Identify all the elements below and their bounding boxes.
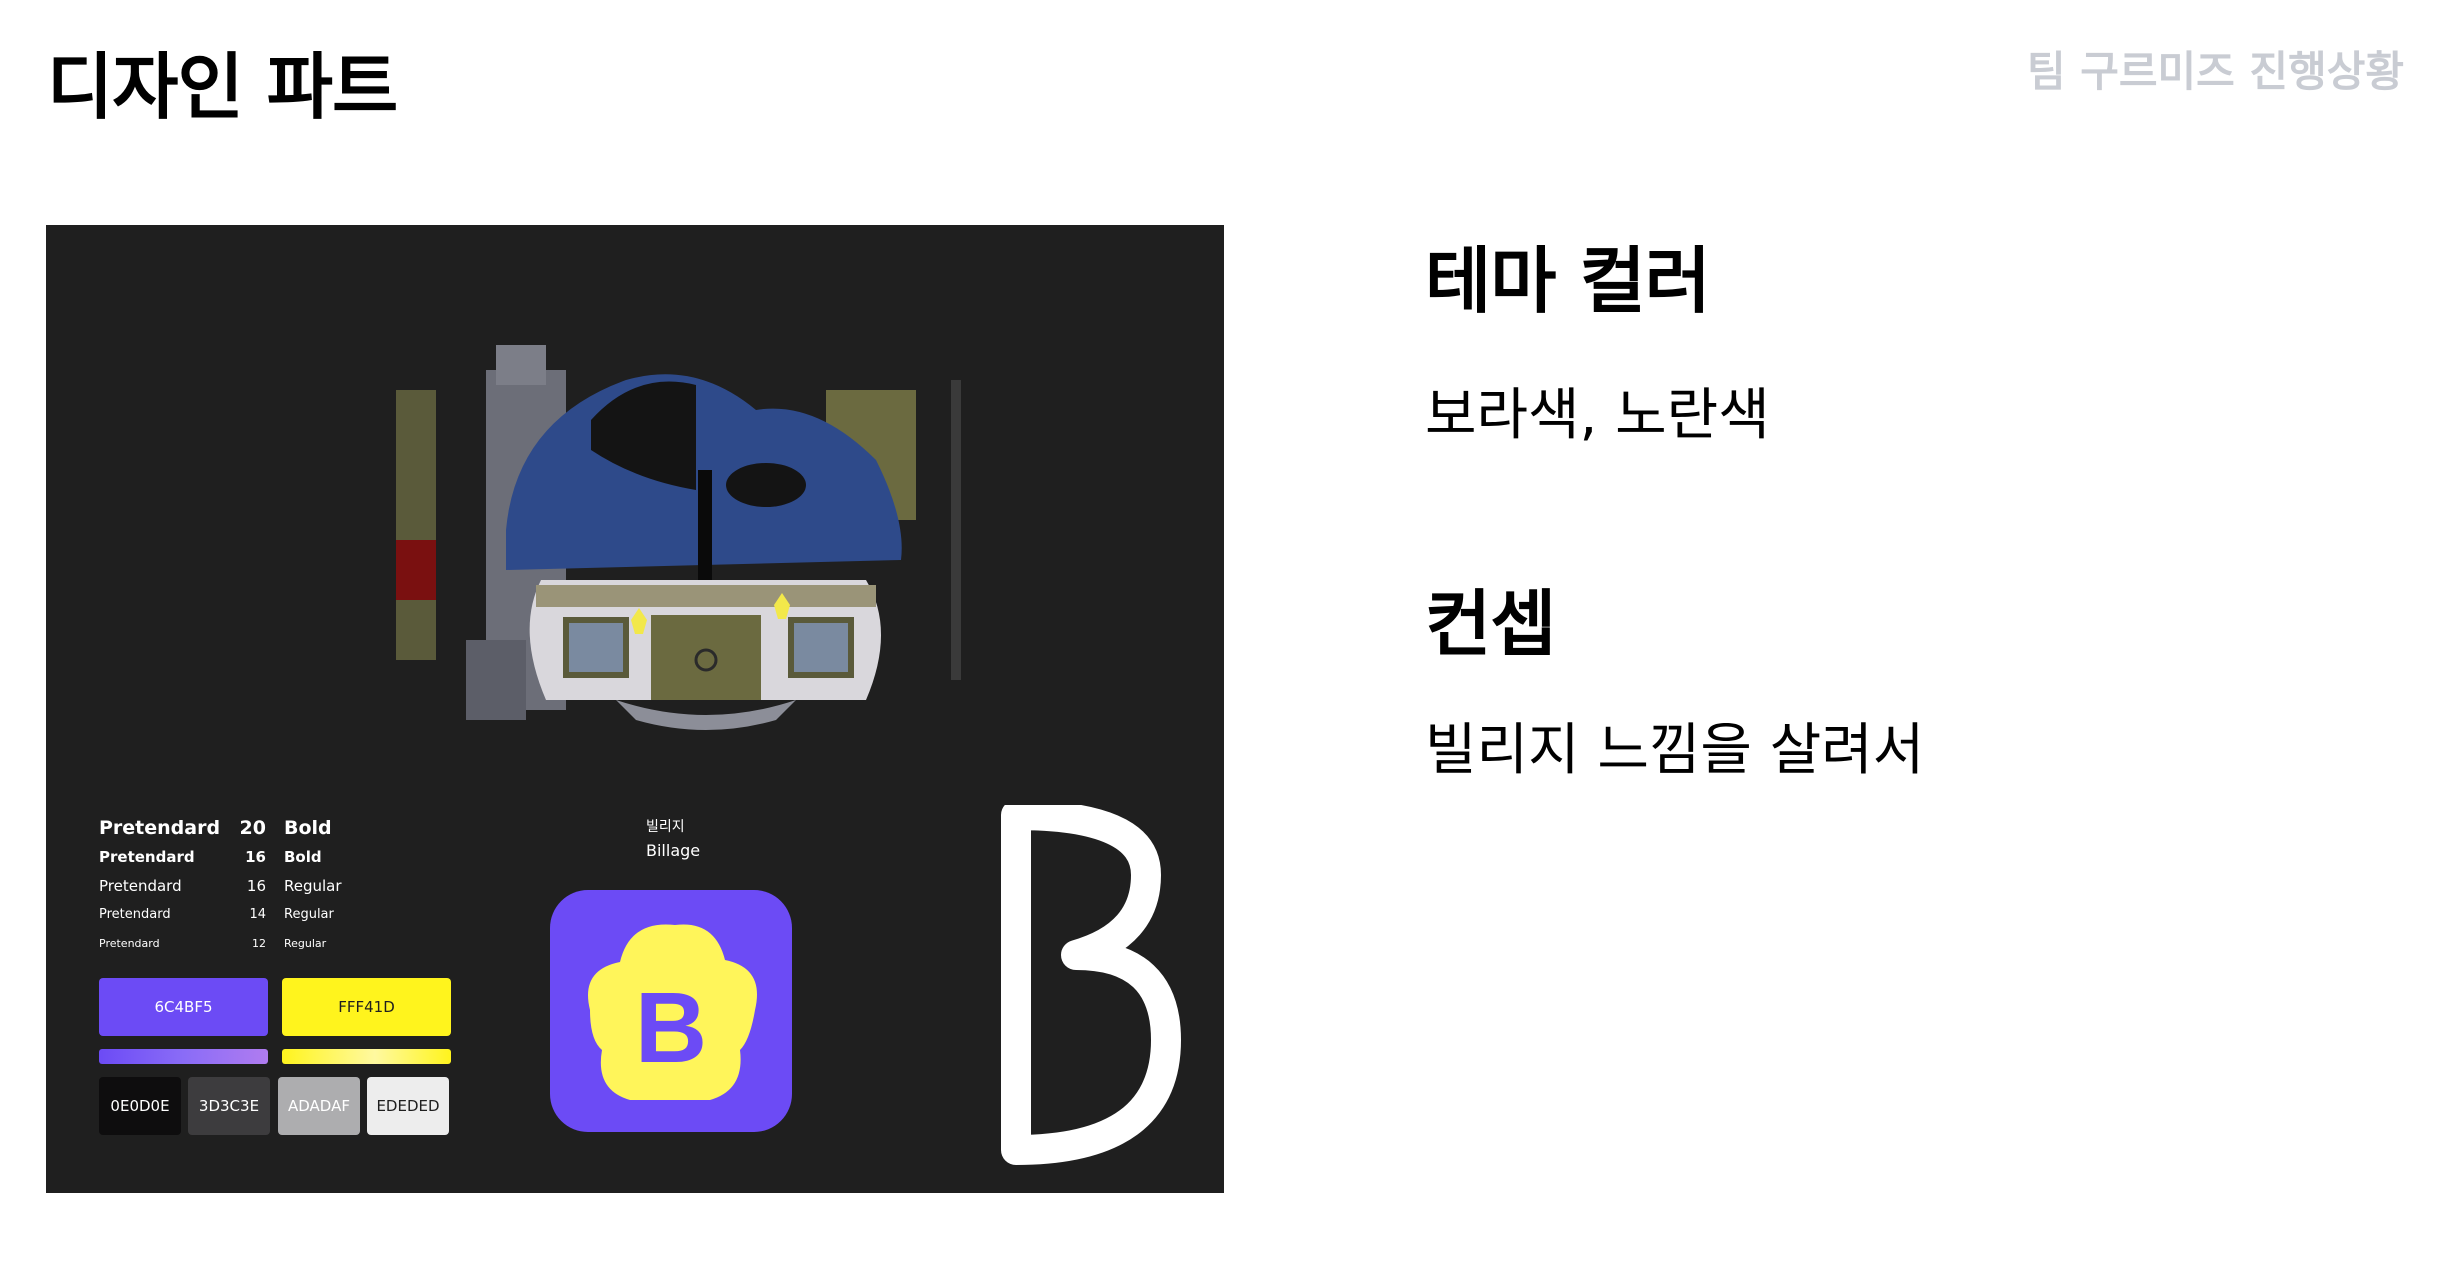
- type-weight: Regular: [284, 907, 334, 922]
- swatch-primary: 6C4BF5: [99, 978, 268, 1036]
- type-weight: Bold: [284, 816, 332, 839]
- app-icon: B: [550, 890, 792, 1132]
- app-icon-letter: B: [635, 972, 707, 1084]
- type-weight: Regular: [284, 937, 327, 950]
- mushroom-house-icon: [396, 345, 961, 730]
- type-row: Pretendard 20 Bold: [99, 813, 444, 842]
- type-size: 16: [246, 876, 266, 895]
- type-row: Pretendard 16 Bold: [99, 842, 444, 871]
- type-weight: Regular: [284, 876, 342, 895]
- type-font: Pretendard: [99, 937, 160, 950]
- type-font: Pretendard: [99, 816, 221, 839]
- app-name-ko: 빌리지: [646, 819, 685, 835]
- swatch-gray-2: 3D3C3E: [188, 1077, 270, 1135]
- swatch-gray-3: ADADAF: [278, 1077, 360, 1135]
- type-font: Pretendard: [99, 907, 171, 922]
- theme-heading: 테마 컬러: [1425, 239, 1711, 323]
- mushroom-logo-icon: B: [588, 924, 757, 1100]
- type-size: 20: [239, 816, 266, 839]
- type-size: 12: [252, 937, 266, 950]
- swatch-gray-1: 0E0D0E: [99, 1077, 181, 1135]
- app-name-en: Billage: [646, 841, 701, 860]
- type-row: Pretendard 14 Regular: [99, 900, 444, 929]
- concept-heading: 컨셉: [1425, 582, 1556, 666]
- type-font: Pretendard: [99, 847, 195, 866]
- type-row: Pretendard 12 Regular: [99, 929, 444, 958]
- swatch-gray-4: EDEDED: [367, 1077, 449, 1135]
- type-weight: Bold: [284, 847, 322, 866]
- typography-spec: Pretendard 20 Bold Pretendard 16 Bold Pr…: [99, 813, 444, 958]
- concept-text: 빌리지 느낌을 살려서: [1425, 718, 1925, 783]
- type-size: 14: [249, 907, 266, 922]
- theme-text: 보라색, 노란색: [1425, 383, 1770, 448]
- gradient-secondary: [282, 1049, 451, 1064]
- app-name-label: 빌리지 Billage: [646, 815, 700, 863]
- gradient-primary: [99, 1049, 268, 1064]
- type-font: Pretendard: [99, 876, 182, 895]
- page-title: 디자인 파트: [47, 45, 398, 129]
- swatch-secondary: FFF41D: [282, 978, 451, 1036]
- type-row: Pretendard 16 Regular: [99, 871, 444, 900]
- logo-b-icon: [1001, 805, 1181, 1165]
- page-subtitle: 팀 구르미즈 진행상황: [2026, 47, 2404, 96]
- type-size: 16: [245, 847, 266, 866]
- design-board: Pretendard 20 Bold Pretendard 16 Bold Pr…: [46, 225, 1224, 1193]
